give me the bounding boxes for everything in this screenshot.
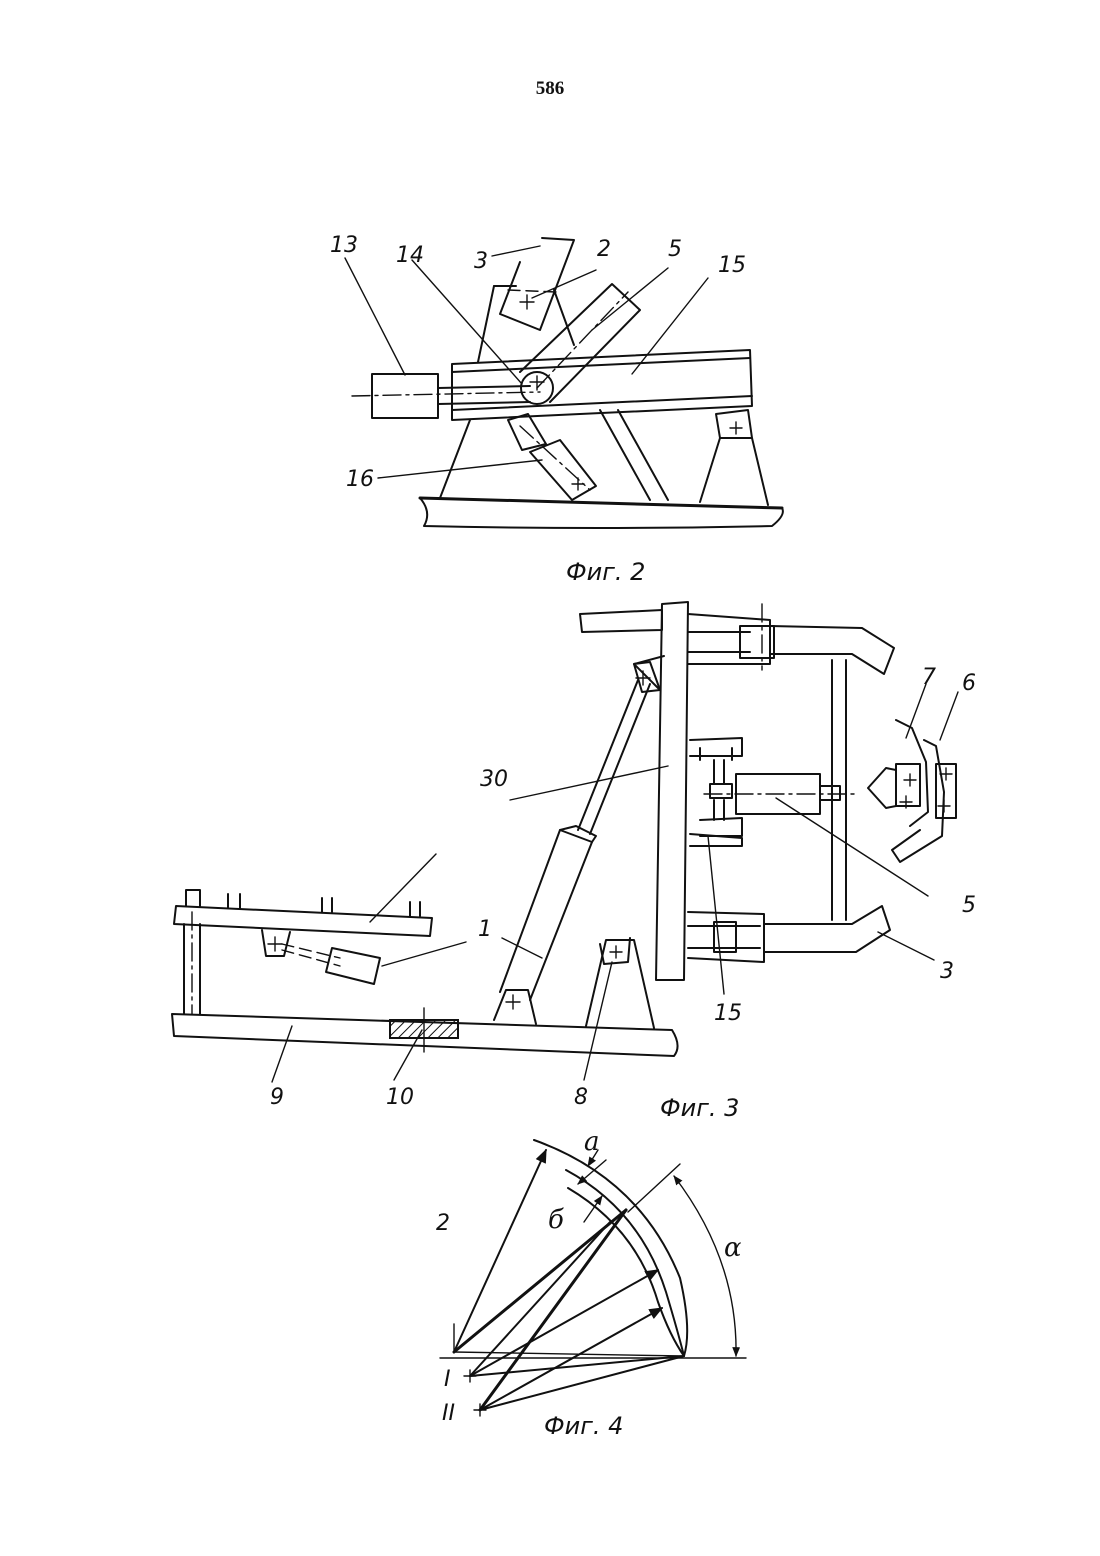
fig2-label-16: 16 bbox=[346, 467, 374, 492]
fig4-label-2: 2 bbox=[436, 1211, 450, 1236]
figure-4: 2 I II a б α Фиг. 4 bbox=[436, 1127, 746, 1440]
fig2-label-14: 14 bbox=[396, 243, 424, 268]
fig3-label-30: 30 bbox=[480, 767, 508, 792]
fig3-label-7: 7 bbox=[922, 665, 936, 690]
fig2-label-13: 13 bbox=[330, 233, 358, 258]
fig3-label-3: 3 bbox=[940, 959, 954, 984]
fig3-label-10: 10 bbox=[386, 1085, 414, 1110]
figure-2: 13 14 3 2 5 15 16 Фиг. 2 bbox=[330, 233, 783, 586]
fig3-label-9: 9 bbox=[270, 1085, 284, 1110]
fig4-label-I: I bbox=[444, 1367, 451, 1392]
fig3-label-1: 1 bbox=[478, 917, 492, 942]
figure-3: 7 6 30 5 1 3 15 9 10 8 Фиг. 3 bbox=[172, 602, 976, 1122]
fig2-label-5: 5 bbox=[668, 237, 682, 262]
fig2-label-3: 3 bbox=[474, 249, 488, 274]
fig3-caption: Фиг. 3 bbox=[660, 1094, 739, 1122]
fig3-label-15: 15 bbox=[714, 1001, 742, 1026]
fig4-label-b: б bbox=[548, 1205, 564, 1235]
fig3-label-6: 6 bbox=[962, 671, 976, 696]
fig2-label-15: 15 bbox=[718, 253, 746, 278]
fig2-caption: Фиг. 2 bbox=[566, 558, 645, 586]
fig2-label-2: 2 bbox=[597, 237, 611, 262]
fig3-label-8: 8 bbox=[574, 1085, 588, 1110]
fig4-label-alpha: α bbox=[724, 1233, 742, 1263]
fig3-label-5: 5 bbox=[962, 893, 976, 918]
fig4-label-a: a bbox=[584, 1127, 600, 1157]
fig4-label-II: II bbox=[442, 1401, 455, 1426]
fig4-caption: Фиг. 4 bbox=[544, 1412, 623, 1440]
